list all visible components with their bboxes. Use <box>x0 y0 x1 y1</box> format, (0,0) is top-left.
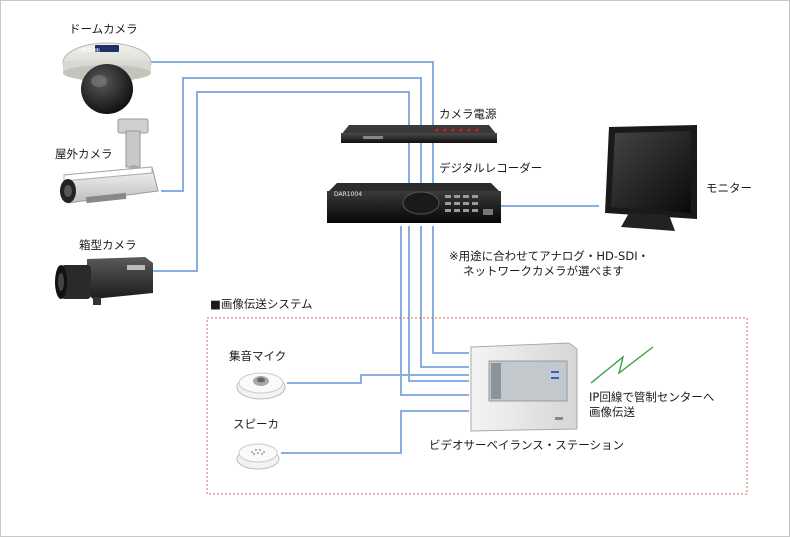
ip-transfer-line2: 画像伝送 <box>589 405 635 419</box>
microphone-icon <box>236 372 286 400</box>
station-label: ビデオサーベイランス・ステーション <box>429 438 625 452</box>
monitor-label: モニター <box>706 181 752 195</box>
section-title: ■画像伝送システム <box>210 297 313 311</box>
dome-camera-label: ドームカメラ <box>69 22 138 36</box>
speaker-icon <box>236 443 280 470</box>
wire-outdoor-camera <box>161 77 422 192</box>
wire-dome-camera <box>151 61 434 187</box>
microphone-label: 集音マイク <box>229 349 287 363</box>
camera-power-label: カメラ電源 <box>439 107 497 121</box>
recorder-model-text: DAR1004 <box>334 191 363 198</box>
ip-transfer-line1: IP回線で管制センターへ <box>589 390 715 404</box>
digital-recorder-icon <box>327 183 501 223</box>
wire-box-camera <box>153 91 410 272</box>
wire-recorder-station-2 <box>420 226 469 368</box>
dome-camera-brand: ATSUMI <box>81 48 100 54</box>
box-camera-icon <box>55 257 153 305</box>
wire-recorder-station-3 <box>408 226 469 382</box>
wire-speaker <box>281 410 469 454</box>
camera-note-line1: ※用途に合わせてアナログ・HD-SDI・ <box>449 249 650 263</box>
wire-recorder-station-4 <box>400 226 469 396</box>
section-frame <box>206 317 748 495</box>
outdoor-camera-icon <box>60 118 159 204</box>
wire-microphone <box>287 374 469 384</box>
outdoor-camera-label: 屋外カメラ <box>55 147 113 161</box>
surveillance-station-icon <box>470 342 578 432</box>
digital-recorder-label: デジタルレコーダー <box>439 161 543 175</box>
camera-power-icon <box>341 125 497 143</box>
wire-recorder-station-1 <box>432 226 469 354</box>
monitor-icon <box>605 125 697 231</box>
lightning-icon <box>590 346 654 384</box>
dome-camera-icon <box>62 42 152 114</box>
speaker-label: スピーカ <box>233 417 279 431</box>
camera-note-line2: ネットワークカメラが選べます <box>463 264 624 278</box>
box-camera-label: 箱型カメラ <box>79 238 137 252</box>
